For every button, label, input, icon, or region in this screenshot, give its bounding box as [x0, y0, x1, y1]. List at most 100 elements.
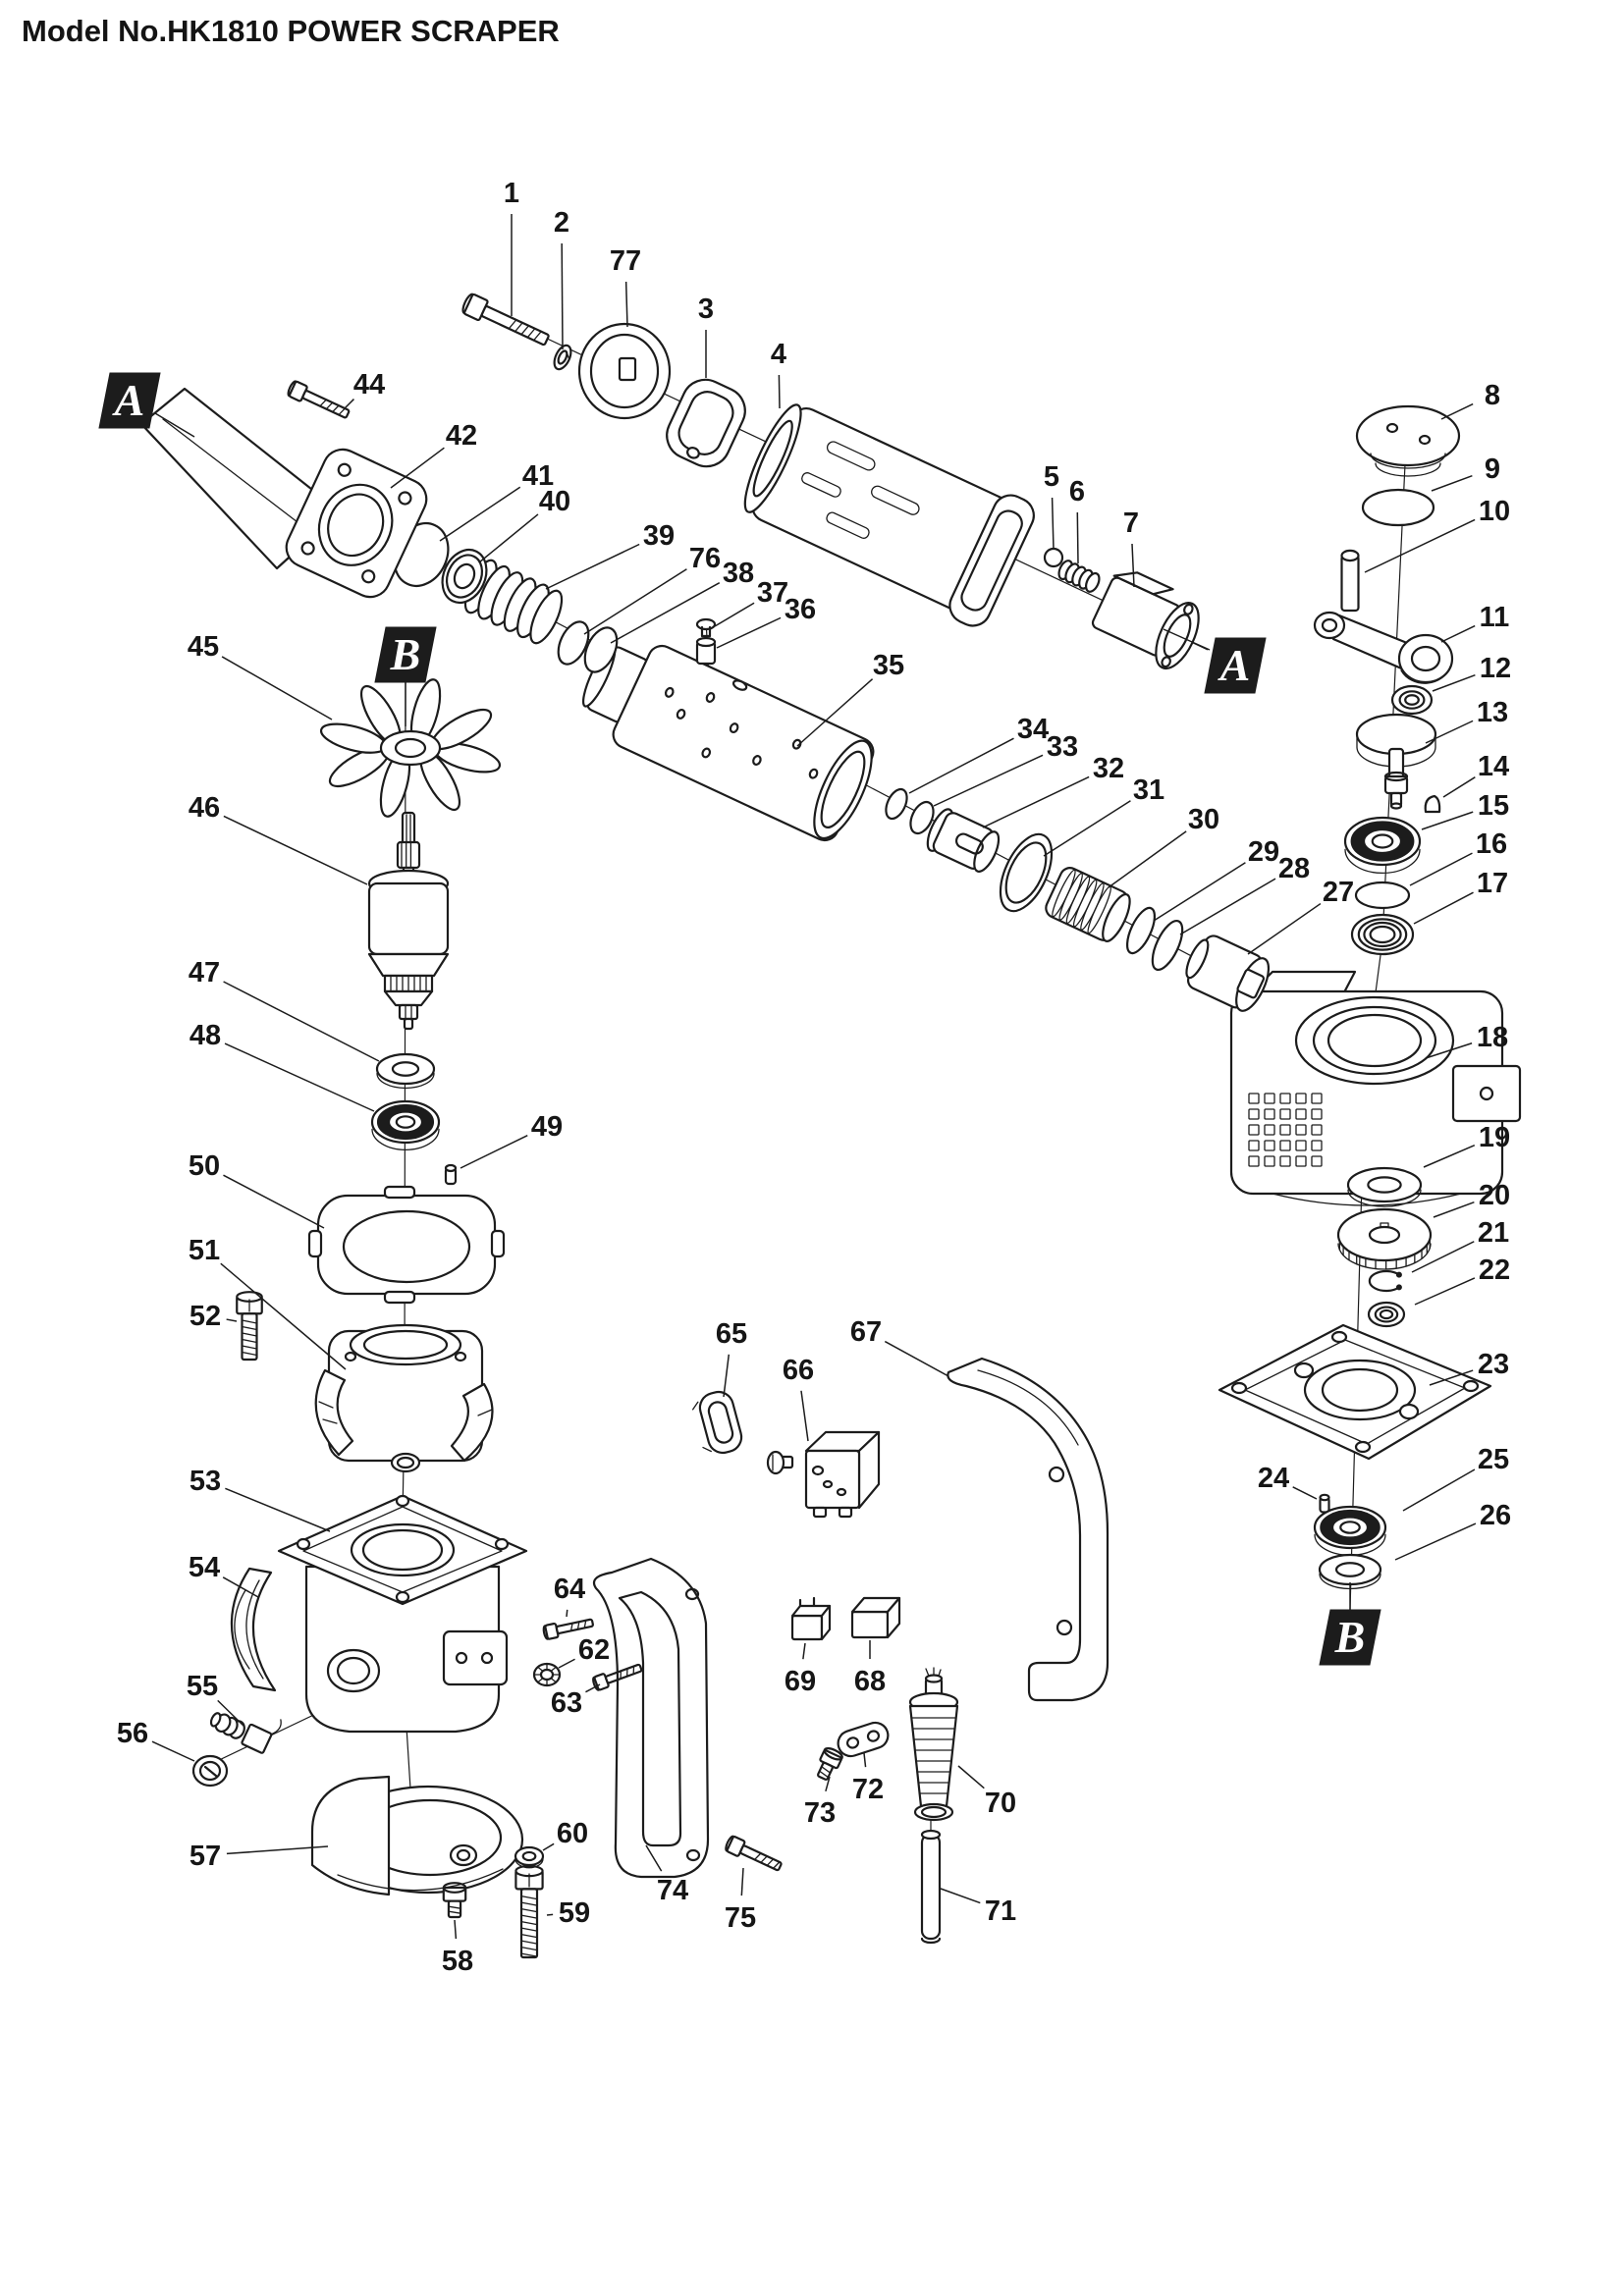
leader-line-71	[940, 1888, 981, 1904]
part-number-label-10: 10	[1479, 496, 1510, 527]
part-number-label-51: 51	[189, 1235, 220, 1266]
badge-leader-line	[154, 412, 195, 438]
part-number-label-19: 19	[1479, 1122, 1510, 1153]
part-number-label-63: 63	[551, 1687, 582, 1719]
part-64-drawing	[542, 1618, 594, 1640]
part-67-drawing	[947, 1357, 1110, 1702]
leader-line-44	[343, 399, 354, 410]
part-number-label-52: 52	[189, 1301, 221, 1332]
part-number-label-53: 53	[189, 1466, 221, 1497]
part-number-label-60: 60	[557, 1818, 588, 1849]
part-66-drawing	[766, 1430, 881, 1519]
leader-line-15	[1421, 811, 1474, 830]
leader-line-8	[1440, 402, 1474, 420]
leader-line-42	[390, 447, 445, 489]
leader-line-23	[1429, 1369, 1474, 1386]
leader-line-36	[716, 616, 782, 649]
leader-line-19	[1423, 1145, 1476, 1168]
part-29-drawing	[1125, 906, 1157, 955]
part-69-drawing	[790, 1596, 832, 1641]
part-7-drawing	[1091, 571, 1200, 670]
leader-line-45	[221, 656, 333, 721]
part-10-drawing	[1340, 549, 1360, 613]
part-number-label-42: 42	[446, 420, 477, 452]
leader-line-54	[222, 1576, 259, 1598]
part-number-label-13: 13	[1477, 697, 1508, 728]
leader-line-30	[1108, 830, 1187, 888]
leader-line-56	[151, 1740, 195, 1762]
leader-line-65	[723, 1354, 731, 1398]
part-number-label-39: 39	[643, 520, 675, 552]
part-36-drawing	[695, 636, 717, 666]
part-number-label-17: 17	[1477, 868, 1508, 899]
part-73-drawing	[817, 1747, 843, 1781]
part-number-label-23: 23	[1478, 1349, 1509, 1380]
leader-line-37	[714, 602, 755, 627]
part-number-label-20: 20	[1479, 1180, 1510, 1211]
part-11-drawing	[1313, 611, 1454, 684]
leader-line-9	[1431, 474, 1473, 492]
leader-line-40	[478, 513, 539, 563]
leader-line-34	[908, 737, 1014, 794]
leader-line-64	[566, 1609, 568, 1618]
badge-letter: B	[1334, 1612, 1366, 1662]
leader-line-67	[884, 1340, 949, 1377]
leader-line-21	[1411, 1241, 1475, 1273]
part-number-label-74: 74	[657, 1875, 688, 1906]
part-25-drawing	[1313, 1505, 1387, 1556]
part-3-drawing	[666, 378, 746, 468]
part-number-label-35: 35	[873, 650, 904, 681]
part-48-drawing	[370, 1099, 441, 1150]
part-77-drawing	[577, 322, 672, 420]
part-19-drawing	[1346, 1166, 1423, 1207]
part-number-label-66: 66	[783, 1355, 814, 1386]
part-38-drawing	[583, 626, 619, 673]
part-40-drawing	[441, 549, 488, 604]
part-number-label-9: 9	[1485, 454, 1500, 485]
part-51-drawing	[314, 1323, 494, 1473]
leader-line-62	[558, 1658, 575, 1669]
leader-line-4	[778, 374, 781, 409]
part-number-label-33: 33	[1047, 731, 1078, 763]
part-number-label-3: 3	[698, 294, 714, 325]
part-number-label-40: 40	[539, 486, 570, 517]
leader-line-39	[545, 543, 640, 590]
part-number-label-48: 48	[189, 1020, 221, 1051]
part-number-label-62: 62	[578, 1634, 610, 1666]
part-53-drawing	[277, 1494, 528, 1734]
leader-line-7	[1131, 543, 1135, 588]
part-60-drawing	[514, 1845, 545, 1869]
part-21-drawing	[1368, 1269, 1402, 1293]
part-55-drawing	[209, 1712, 282, 1754]
leader-line-50	[223, 1174, 325, 1229]
leader-line-22	[1414, 1277, 1476, 1306]
part-number-label-73: 73	[804, 1797, 836, 1829]
part-number-label-4: 4	[771, 339, 786, 370]
leader-line-17	[1413, 891, 1474, 925]
leader-line-24	[1292, 1486, 1318, 1500]
part-number-label-67: 67	[850, 1316, 882, 1348]
part-number-label-46: 46	[189, 792, 220, 824]
leader-line-14	[1442, 776, 1476, 798]
part-8-drawing	[1355, 404, 1461, 477]
part-30-drawing	[1045, 867, 1131, 942]
part-50-drawing	[307, 1185, 506, 1305]
part-number-label-31: 31	[1133, 774, 1164, 806]
assembly-ref-badge-b-3: B	[1319, 1609, 1381, 1666]
part-71-drawing	[920, 1829, 942, 1945]
part-number-label-24: 24	[1258, 1463, 1289, 1494]
part-44-drawing	[287, 380, 351, 419]
part-49-drawing	[444, 1163, 458, 1186]
part-70-drawing	[908, 1667, 959, 1822]
part-number-label-69: 69	[785, 1666, 816, 1697]
part-number-label-36: 36	[785, 594, 816, 625]
leader-line-52	[226, 1318, 238, 1322]
part-number-label-50: 50	[189, 1150, 220, 1182]
leader-line-20	[1433, 1201, 1475, 1218]
part-number-label-65: 65	[716, 1318, 747, 1350]
leader-line-51	[220, 1262, 347, 1370]
part-12-drawing	[1390, 684, 1434, 716]
part-number-label-54: 54	[189, 1552, 220, 1583]
part-number-label-22: 22	[1479, 1255, 1510, 1286]
